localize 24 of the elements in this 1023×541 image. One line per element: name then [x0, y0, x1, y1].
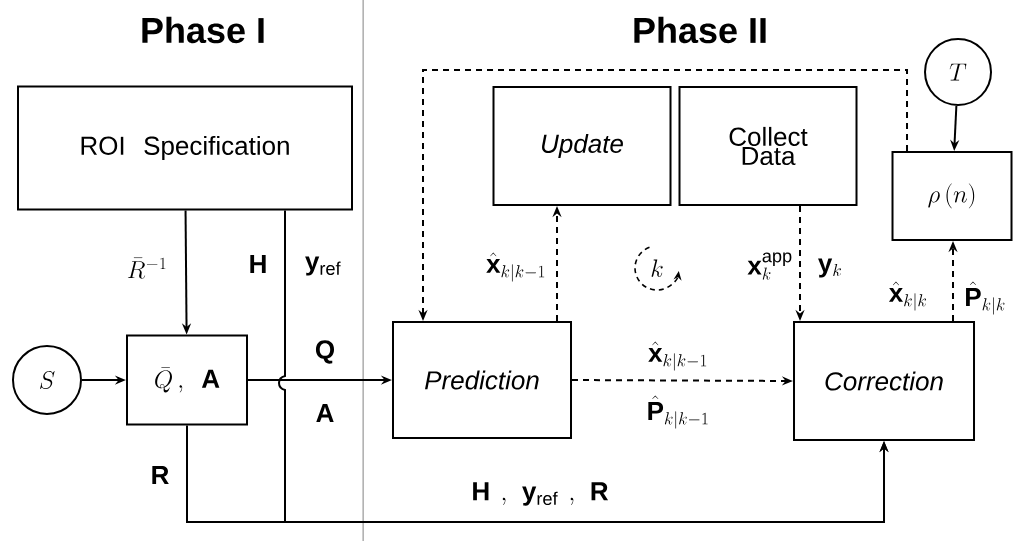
signal-label: $\mathbf{x}_k^{\mathrm{app}}$ [747, 252, 792, 280]
process-box: ROI Specification [17, 85, 353, 211]
edge-label: $\bar{R}^{-1}$ [127, 257, 166, 279]
signal-label: $\hat{\mathbf{x}}_{k|k-1}$ [648, 341, 707, 371]
signal-label: $\mathbf{y}_{\mathrm{ref}}$ [305, 256, 341, 276]
edge-label: $\mathbf{R}$ [152, 466, 169, 484]
process-box: $\bar{Q}\,,\ \mathbf{A}$ [126, 334, 248, 426]
signal-label: $\mathbf{y}_k$ [818, 258, 841, 278]
edge-label: $\hat{\mathbf{x}}_{k|k-1}$ [486, 252, 545, 282]
signal-label: $\mathbf{A}$ [316, 404, 334, 422]
loop-label: $k$ [651, 259, 663, 277]
signal-label: $\hat{\mathbf{P}}_{k|k-1}$ [648, 395, 708, 429]
signal-label: $\hat{\mathbf{P}}_{k|k}$ [966, 281, 1005, 315]
signal-label: $\hat{\mathbf{x}}_{k|k}$ [888, 281, 927, 311]
phase-heading: Phase II [634, 16, 766, 44]
signal-label: $\mathbf{Q}$ [315, 340, 335, 364]
process-box: Collect Data [678, 86, 858, 206]
process-box: Update [492, 86, 672, 206]
signal-label: $\mathbf{H}$ [250, 255, 266, 273]
process-box: Correction [793, 321, 975, 441]
phase-heading: Phase I [142, 16, 264, 44]
signal-label: $\mathbf{H}\ ,\ \mathbf{y}_{\mathrm{ref}}\ ,\ \mathbf{R}$ [473, 482, 609, 506]
process-box: Prediction [392, 321, 572, 439]
process-box: $\rho\,(n)$ [891, 151, 1013, 241]
